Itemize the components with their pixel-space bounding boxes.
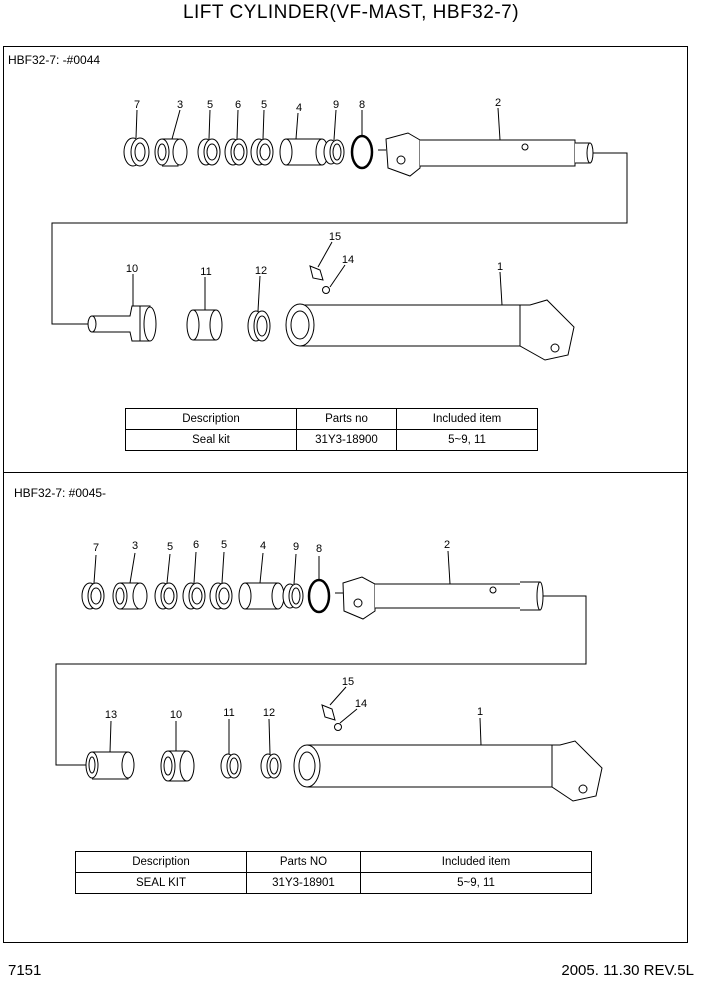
callout-5: 5	[207, 99, 213, 111]
part-3-rod-cover-s2	[112, 582, 148, 610]
table-header: Description	[125, 408, 297, 430]
part-10-piston-s2	[160, 750, 195, 782]
callout-1-s2: 1	[477, 706, 483, 718]
part-6-ring	[224, 138, 248, 166]
callout-13-s2: 13	[105, 709, 117, 721]
table-cell: Seal kit	[125, 429, 297, 451]
table-row: SEAL KIT 31Y3-18901 5~9, 11	[75, 872, 592, 894]
section-divider	[3, 472, 688, 473]
part-9-backup-ring	[323, 139, 345, 165]
callout-7-s2: 7	[93, 542, 99, 554]
table-header: Parts NO	[246, 851, 361, 873]
section1-label: HBF32-7: -#0044	[8, 53, 101, 67]
table-cell: 31Y3-18901	[246, 872, 361, 894]
table-header-row: Description Parts NO Included item	[75, 851, 592, 873]
part-11-wear-ring-s2	[220, 753, 242, 779]
part-2-piston-rod-s2	[335, 576, 544, 620]
part-11-wear-ring	[186, 309, 223, 341]
table-cell: 5~9, 11	[396, 429, 538, 451]
callout-3: 3	[177, 99, 183, 111]
callout-9-s2: 9	[293, 541, 299, 553]
seal-kit-table-2: Description Parts NO Included item SEAL …	[75, 851, 592, 894]
part-2-piston-rod	[378, 132, 594, 177]
callout-6: 6	[235, 99, 241, 111]
part-13-spacer	[85, 751, 135, 780]
table-cell: 31Y3-18900	[296, 429, 397, 451]
callout-8-s2: 8	[316, 543, 322, 555]
callout-3-s2: 3	[132, 540, 138, 552]
part-10-piston	[87, 305, 157, 342]
section2-label: HBF32-7: #0045-	[14, 486, 107, 500]
callout-9: 9	[333, 99, 339, 111]
part-5-bushing-b	[250, 138, 274, 166]
part-14-ball	[322, 286, 330, 294]
callout-14: 14	[342, 254, 354, 266]
callout-11-s2: 11	[223, 707, 234, 719]
table-header-row: Description Parts no Included item	[125, 408, 538, 430]
part-1-tube-assy	[285, 299, 575, 361]
assembly-guide-line-2	[55, 595, 587, 766]
callout-2-s2: 2	[444, 539, 450, 551]
part-5-bushing-b-s2	[209, 582, 233, 610]
table-cell: SEAL KIT	[75, 872, 247, 894]
part-7-wiper	[123, 137, 150, 167]
callout-4-s2: 4	[260, 540, 266, 552]
callout-6-s2: 6	[193, 539, 199, 551]
assembly-guide-line-1	[51, 152, 628, 325]
callout-5b: 5	[261, 99, 267, 111]
callout-10: 10	[126, 263, 138, 275]
section2-callouts: 7 3 5 6 5 4 9 8 2 15 14 13 10 11 12 1	[93, 539, 483, 721]
callout-12-s2: 12	[263, 707, 275, 719]
part-12-retainer	[247, 310, 271, 342]
seal-kit-table-1: Description Parts no Included item Seal …	[125, 408, 538, 451]
callout-14-s2: 14	[355, 698, 367, 710]
part-7-wiper-s2	[81, 582, 105, 610]
part-5-bushing-a-s2	[154, 582, 178, 610]
table-header: Included item	[396, 408, 538, 430]
diagram-frame	[3, 46, 688, 943]
table-cell: 5~9, 11	[360, 872, 592, 894]
part-1-tube-assy-s2	[293, 740, 603, 802]
part-15-screw	[309, 265, 324, 281]
page-number: 7151	[8, 962, 42, 979]
section1-callouts: 7 3 5 6 5 4 9 8 2 10 11 12 15 14 1	[126, 97, 503, 278]
callout-1: 1	[497, 261, 503, 273]
callout-11: 11	[200, 266, 211, 278]
part-3-rod-cover	[154, 138, 188, 167]
page-title: LIFT CYLINDER(VF-MAST, HBF32-7)	[182, 2, 520, 23]
part-8-o-ring-s2	[307, 578, 331, 614]
table-header: Included item	[360, 851, 592, 873]
callout-4: 4	[296, 102, 302, 114]
callout-5-s2: 5	[167, 541, 173, 553]
part-8-o-ring	[350, 134, 374, 170]
table-header: Description	[75, 851, 247, 873]
revision-date: 2005. 11.30 REV.5L	[561, 962, 694, 979]
table-header: Parts no	[296, 408, 397, 430]
part-5-bushing-a	[197, 138, 221, 166]
callout-5b-s2: 5	[221, 539, 227, 551]
part-4-bushing-sleeve	[279, 138, 329, 166]
table-row: Seal kit 31Y3-18900 5~9, 11	[125, 429, 538, 451]
callout-15-s2: 15	[342, 676, 354, 688]
part-12-retainer-s2	[260, 753, 282, 779]
part-9-backup-ring-s2	[282, 583, 304, 609]
callout-8: 8	[359, 99, 365, 111]
callout-12: 12	[255, 265, 267, 277]
part-4-bushing-sleeve-s2	[238, 582, 285, 610]
callout-15: 15	[329, 231, 341, 243]
callout-2: 2	[495, 97, 501, 109]
part-6-ring-s2	[182, 582, 206, 610]
part-15-screw-s2	[321, 704, 336, 721]
callout-7: 7	[134, 99, 140, 111]
part-14-ball-s2	[334, 723, 342, 731]
callout-10-s2: 10	[170, 709, 182, 721]
